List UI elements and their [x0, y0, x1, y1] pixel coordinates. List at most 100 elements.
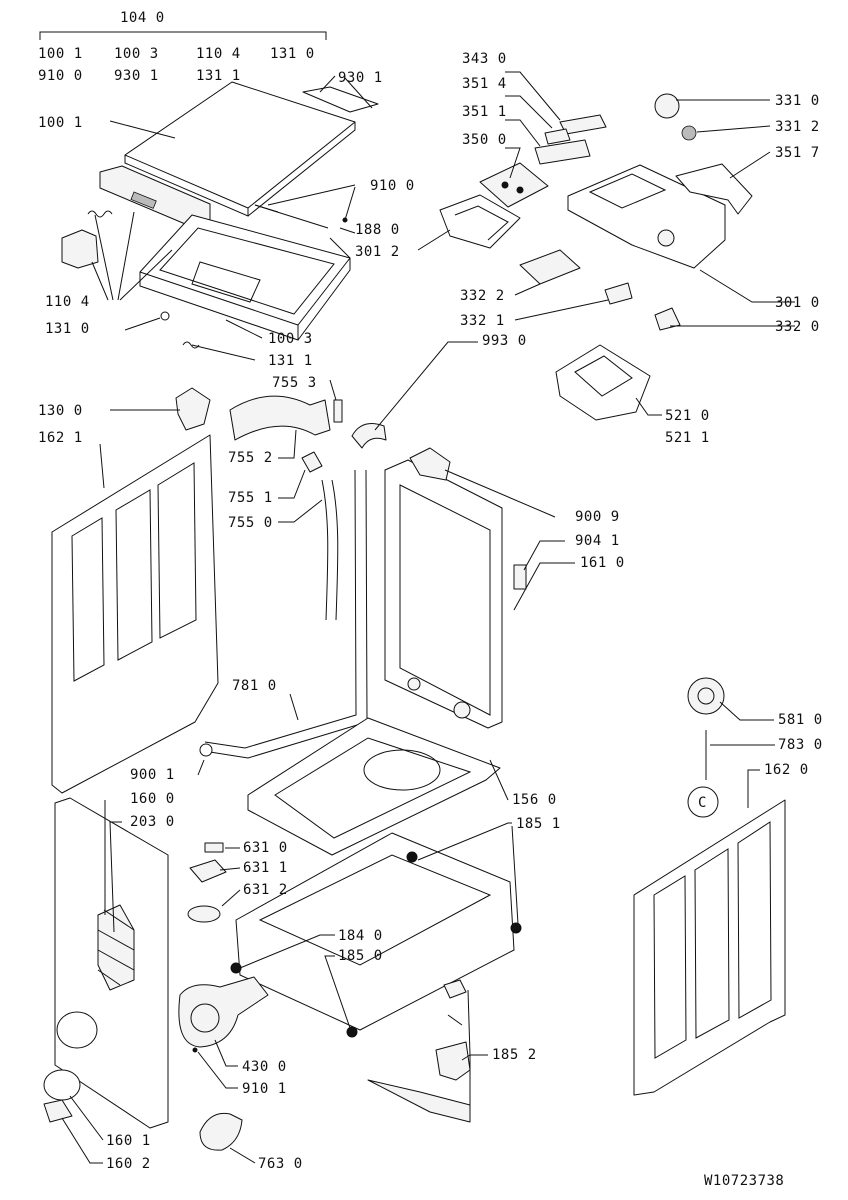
top-frame[interactable] [139, 214, 351, 326]
console-panel-301-0[interactable] [567, 164, 726, 269]
part-351-4[interactable] [544, 128, 571, 145]
side-panel-162-1[interactable] [51, 434, 219, 794]
part-332-1[interactable] [604, 282, 633, 305]
label-104-0[interactable]: 104 0 [120, 10, 165, 26]
knob-331-0[interactable] [654, 93, 680, 119]
foot-185-0-b[interactable] [346, 1026, 358, 1038]
label-631-2[interactable]: 631 2 [243, 882, 288, 898]
label-581-0[interactable]: 581 0 [778, 712, 823, 728]
spring-131-1[interactable] [182, 341, 200, 349]
foot-185-1-b[interactable] [510, 922, 522, 934]
label-755-1[interactable]: 755 1 [228, 490, 273, 506]
hose-781-0[interactable] [204, 469, 357, 749]
label-430-0[interactable]: 430 0 [242, 1059, 287, 1075]
label-131-0-group[interactable]: 131 0 [270, 46, 315, 62]
side-panel-162-0[interactable] [633, 799, 786, 1096]
part-351-1[interactable] [534, 139, 591, 165]
label-910-0[interactable]: 910 0 [370, 178, 415, 194]
part-904-1[interactable] [513, 564, 527, 590]
label-185-2[interactable]: 185 2 [492, 1047, 537, 1063]
label-110-4[interactable]: 110 4 [45, 294, 90, 310]
label-332-2[interactable]: 332 2 [460, 288, 505, 304]
base-156-0[interactable] [247, 717, 501, 856]
label-521-1[interactable]: 521 1 [665, 430, 710, 446]
part-631-0[interactable] [204, 842, 224, 853]
label-910-1[interactable]: 910 1 [242, 1081, 287, 1097]
label-131-1[interactable]: 131 1 [268, 353, 313, 369]
label-755-0[interactable]: 755 0 [228, 515, 273, 531]
label-930-1[interactable]: 930 1 [338, 70, 383, 86]
label-184-0[interactable]: 184 0 [338, 928, 383, 944]
rear-panel-161-0[interactable] [384, 459, 503, 729]
label-343-0[interactable]: 343 0 [462, 51, 507, 67]
label-100-1-group[interactable]: 100 1 [38, 46, 83, 62]
label-755-3[interactable]: 755 3 [272, 375, 317, 391]
label-332-1[interactable]: 332 1 [460, 313, 505, 329]
clamp-755-3[interactable] [333, 399, 343, 423]
detergent-dispenser-521-0[interactable] [555, 344, 651, 421]
connector-755-1[interactable] [301, 451, 323, 473]
screw-910-1[interactable] [192, 1047, 198, 1053]
pin-188-0[interactable] [329, 237, 351, 259]
label-160-1[interactable]: 160 1 [106, 1133, 151, 1149]
label-160-2[interactable]: 160 2 [106, 1156, 151, 1172]
label-351-4[interactable]: 351 4 [462, 76, 507, 92]
label-185-1[interactable]: 185 1 [516, 816, 561, 832]
door-160-1[interactable] [43, 1069, 81, 1101]
label-130-0[interactable]: 130 0 [38, 403, 83, 419]
label-185-0[interactable]: 185 0 [338, 948, 383, 964]
mesh-203-0[interactable] [97, 904, 135, 991]
part-185-2-b[interactable] [447, 1014, 463, 1026]
lid-spring[interactable] [87, 210, 113, 218]
label-631-1[interactable]: 631 1 [243, 860, 288, 876]
part-185-2-a[interactable] [443, 979, 467, 999]
hose-755-0[interactable] [321, 479, 329, 621]
label-131-1-group[interactable]: 131 1 [196, 68, 241, 84]
label-351-1[interactable]: 351 1 [462, 104, 507, 120]
part-581-0[interactable] [687, 677, 725, 715]
label-350-0[interactable]: 350 0 [462, 132, 507, 148]
label-783-0[interactable]: 783 0 [778, 737, 823, 753]
label-156-0[interactable]: 156 0 [512, 792, 557, 808]
label-162-1[interactable]: 162 1 [38, 430, 83, 446]
cap-900-1[interactable] [199, 743, 213, 757]
part-185-2-c[interactable] [435, 1041, 471, 1081]
label-301-0[interactable]: 301 0 [775, 295, 820, 311]
foot-185-1-a[interactable] [406, 851, 418, 863]
keypad-332-2[interactable] [519, 249, 581, 285]
frame-184-0[interactable] [235, 832, 515, 1031]
board-housing-301-2[interactable] [439, 194, 521, 249]
label-160-0[interactable]: 160 0 [130, 791, 175, 807]
part-130-0[interactable] [175, 387, 211, 431]
label-521-0[interactable]: 521 0 [665, 408, 710, 424]
foot-185-0-a[interactable] [230, 962, 242, 974]
part-631-2[interactable] [187, 905, 221, 923]
console-knob-seat[interactable] [657, 229, 675, 247]
label-110-4-group[interactable]: 110 4 [196, 46, 241, 62]
lid-hinge-strip[interactable] [302, 86, 379, 113]
label-755-2[interactable]: 755 2 [228, 450, 273, 466]
label-781-0[interactable]: 781 0 [232, 678, 277, 694]
label-900-9[interactable]: 900 9 [575, 509, 620, 525]
label-100-3-group[interactable]: 100 3 [114, 46, 159, 62]
label-904-1[interactable]: 904 1 [575, 533, 620, 549]
label-631-0[interactable]: 631 0 [243, 840, 288, 856]
elbow-993-0[interactable] [351, 423, 387, 449]
label-332-0[interactable]: 332 0 [775, 319, 820, 335]
label-351-7[interactable]: 351 7 [775, 145, 820, 161]
label-188-0[interactable]: 188 0 [355, 222, 400, 238]
label-100-1[interactable]: 100 1 [38, 115, 83, 131]
knob-ring-331-2[interactable] [681, 125, 697, 141]
hinge-131-0[interactable] [160, 311, 170, 321]
filter-763-0[interactable] [199, 1112, 243, 1151]
service-opening[interactable] [56, 1011, 98, 1049]
part-631-1[interactable] [189, 859, 227, 883]
pump-430-0[interactable] [178, 976, 269, 1048]
label-161-0[interactable]: 161 0 [580, 555, 625, 571]
part-185-2-d[interactable] [367, 1079, 471, 1123]
label-331-2[interactable]: 331 2 [775, 119, 820, 135]
label-162-0[interactable]: 162 0 [764, 762, 809, 778]
cap-c-783-0[interactable] [687, 786, 719, 818]
label-301-2[interactable]: 301 2 [355, 244, 400, 260]
label-993-0[interactable]: 993 0 [482, 333, 527, 349]
